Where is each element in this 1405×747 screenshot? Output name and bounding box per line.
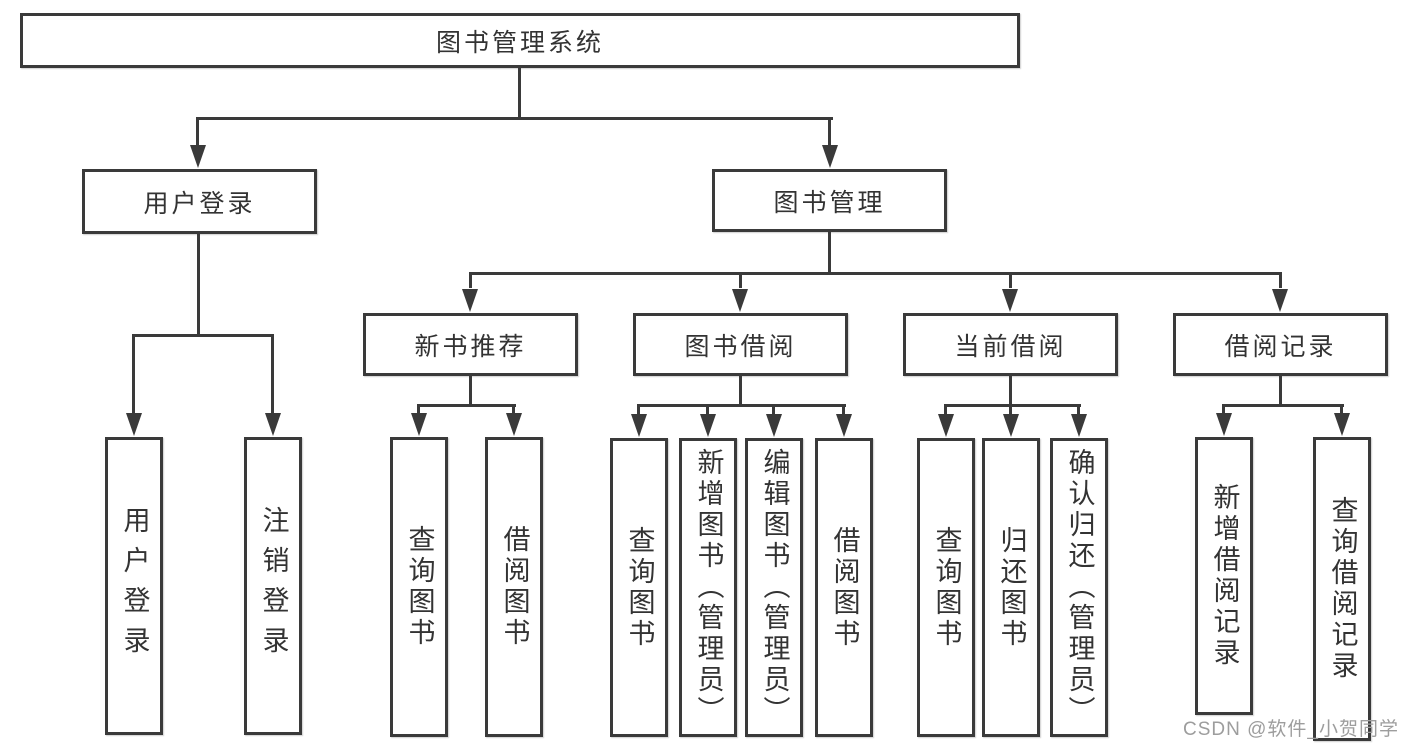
node-borrowing-records: 借阅记录 xyxy=(1173,313,1388,376)
leaf-user-login: 用户登录 xyxy=(105,437,163,735)
connector-leaf-drop xyxy=(512,404,515,415)
node-new-book-recommend-label: 新书推荐 xyxy=(414,332,527,361)
arrowhead-icon xyxy=(1002,289,1018,312)
arrowhead-icon xyxy=(190,145,206,168)
connector-leaf-drop xyxy=(842,404,845,415)
leaf-label: 查询图书 xyxy=(624,525,655,650)
node-current-borrowing-label: 当前借阅 xyxy=(954,332,1067,361)
node-user-login-label: 用户登录 xyxy=(143,189,256,218)
connector-leaf-drop xyxy=(271,334,274,414)
connector-book-mgmt-drop xyxy=(828,117,831,148)
connector-hline xyxy=(417,404,516,407)
connector-leaf-drop xyxy=(706,404,709,415)
connector-l3-drop xyxy=(739,272,742,288)
arrowhead-icon xyxy=(1272,289,1288,312)
connector-leaf-drop xyxy=(1340,404,1343,414)
arrowhead-icon xyxy=(631,414,647,437)
leaf-edit-book-admin: 编辑图书（管理员） xyxy=(745,438,803,737)
leaf-confirm-return-admin: 确认归还（管理员） xyxy=(1050,438,1108,737)
node-new-book-recommend: 新书推荐 xyxy=(363,313,578,376)
leaf-borrow-books-recommend: 借阅图书 xyxy=(485,437,543,737)
leaf-user-login-label: 用户登录 xyxy=(119,506,150,666)
leaf-query-books-current: 查询图书 xyxy=(917,438,975,737)
arrowhead-icon xyxy=(836,414,852,437)
connector-leaf-drop xyxy=(637,404,640,415)
leaf-return-books: 归还图书 xyxy=(982,438,1040,737)
connector-book-mgmt-hline xyxy=(469,272,1282,275)
connector-stem xyxy=(469,376,472,407)
leaf-label: 查询借阅记录 xyxy=(1327,496,1358,682)
arrowhead-icon xyxy=(265,413,281,436)
node-book-management-label: 图书管理 xyxy=(773,188,886,217)
connector-stem xyxy=(1009,376,1012,407)
leaf-query-borrow-record: 查询借阅记录 xyxy=(1313,437,1371,741)
arrowhead-icon xyxy=(938,414,954,437)
node-book-borrowing: 图书借阅 xyxy=(633,313,848,376)
arrowhead-icon xyxy=(1071,414,1087,437)
connector-hline xyxy=(1222,404,1344,407)
connector-user-login-hline xyxy=(132,334,274,337)
leaf-label: 新增图书（管理员） xyxy=(693,448,724,727)
connector-leaf-drop xyxy=(944,404,947,415)
connector-leaf-drop xyxy=(1222,404,1225,414)
leaf-label: 归还图书 xyxy=(996,525,1027,650)
node-user-login: 用户登录 xyxy=(82,169,317,234)
leaf-add-borrow-record: 新增借阅记录 xyxy=(1195,437,1253,715)
connector-leaf-drop xyxy=(132,334,135,414)
arrowhead-icon xyxy=(1003,414,1019,437)
arrowhead-icon xyxy=(411,413,427,436)
leaf-label: 查询图书 xyxy=(404,525,435,649)
node-borrowing-records-label: 借阅记录 xyxy=(1224,332,1337,361)
leaf-query-books-recommend: 查询图书 xyxy=(390,437,448,737)
connector-leaf-drop xyxy=(772,404,775,415)
connector-l3-drop xyxy=(1009,272,1012,288)
node-book-management: 图书管理 xyxy=(712,169,947,232)
arrowhead-icon xyxy=(506,413,522,436)
arrowhead-icon xyxy=(462,289,478,312)
connector-hline xyxy=(637,404,846,407)
connector-l3-drop xyxy=(1279,272,1282,288)
arrowhead-icon xyxy=(822,145,838,168)
arrowhead-icon xyxy=(732,289,748,312)
connector-leaf-drop xyxy=(1009,404,1012,415)
leaf-label: 确认归还（管理员） xyxy=(1064,448,1095,727)
arrowhead-icon xyxy=(126,413,142,436)
arrowhead-icon xyxy=(700,414,716,437)
leaf-label: 查询图书 xyxy=(931,525,962,650)
node-current-borrowing: 当前借阅 xyxy=(903,313,1118,376)
connector-leaf-drop xyxy=(417,404,420,415)
connector-root-stem xyxy=(518,68,521,119)
arrowhead-icon xyxy=(1216,413,1232,436)
arrowhead-icon xyxy=(1334,413,1350,436)
leaf-query-books-borrow: 查询图书 xyxy=(610,438,668,737)
connector-leaf-drop xyxy=(1077,404,1080,415)
node-root-label: 图书管理系统 xyxy=(435,28,604,57)
connector-stem xyxy=(1279,376,1282,407)
leaf-borrow-books: 借阅图书 xyxy=(815,438,873,737)
leaf-label: 借阅图书 xyxy=(829,525,860,650)
connector-stem xyxy=(739,376,742,407)
arrowhead-icon xyxy=(766,414,782,437)
leaf-add-book-admin: 新增图书（管理员） xyxy=(679,438,737,737)
leaf-label: 借阅图书 xyxy=(499,525,530,649)
connector-user-login-stem xyxy=(197,234,200,337)
connector-user-login-drop xyxy=(196,117,199,148)
node-book-borrowing-label: 图书借阅 xyxy=(684,332,797,361)
connector-hline xyxy=(944,404,1081,407)
node-root: 图书管理系统 xyxy=(20,13,1020,68)
leaf-logout-label: 注销登录 xyxy=(258,506,289,666)
connector-book-mgmt-stem xyxy=(828,232,831,275)
csdn-watermark: CSDN @软件_小贺同学 xyxy=(1183,719,1399,740)
connector-root-hline xyxy=(197,117,833,120)
connector-l3-drop xyxy=(469,272,472,288)
leaf-label: 新增借阅记录 xyxy=(1209,483,1240,669)
leaf-label: 编辑图书（管理员） xyxy=(759,448,790,727)
leaf-logout: 注销登录 xyxy=(244,437,302,735)
